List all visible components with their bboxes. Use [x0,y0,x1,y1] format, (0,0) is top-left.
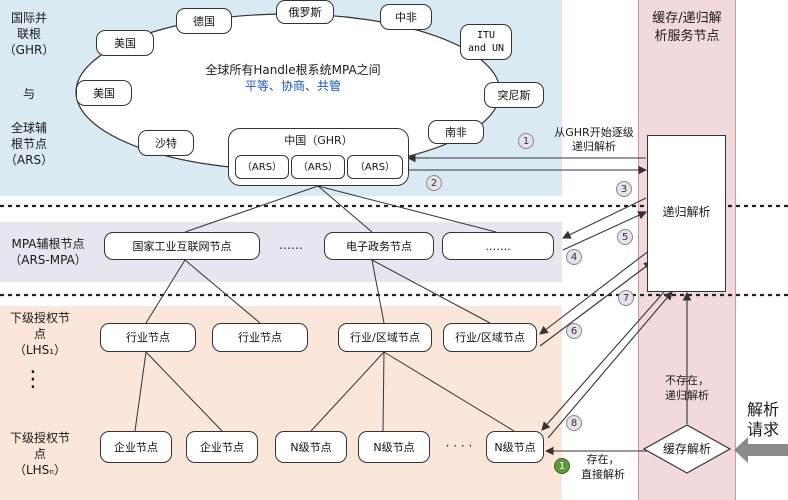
mpa-label: MPA辅根节点 （ARS-MPA） [9,237,87,267]
ring-node-russia: 俄罗斯 [276,0,334,24]
enterprise-node-2: 企业节点 [186,431,258,463]
step-8-circle: 8 [566,415,582,431]
ring-node-tunisia: 突尼斯 [484,82,544,108]
ring-center-text: 全球所有Handle根系统MPA之间 平等、协商、共管 [205,63,381,93]
china-ghr-title: 中国（GHR） [284,134,353,147]
region-node-1: 行业/区域节点 [338,323,432,352]
ring-node-south-africa: 南非 [428,120,484,144]
ring-node-usa-left: 美国 [76,80,132,106]
n-level-node-2: N级节点 [358,431,430,463]
egov-node: 电子政务节点 [324,232,434,260]
mpa-ellipsis: …… [279,238,303,252]
cache-diamond-label: 缓存解析 [662,442,711,456]
lhs1-label: 下级授权节 点 （LHS₁） [9,311,70,357]
ghr-label: 国际并 联根 （GHR） [3,11,55,57]
industry-node-1: 行业节点 [100,323,196,352]
step-5-circle: 5 [617,229,633,245]
step-1-green-circle: 1 [554,458,570,474]
ring-node-saudi: 沙特 [138,130,194,156]
ars-label: 全球辅 根节点 （ARS） [4,121,54,167]
step-4-circle: 4 [566,249,582,265]
n-level-node-1: N级节点 [275,431,347,463]
and-label: 与 [22,87,35,101]
ring-node-central-africa: 中非 [380,4,432,30]
ars-node-3: （ARS） [347,155,403,179]
step-3-circle: 3 [616,181,632,197]
request-label: 解析 请求 [746,400,779,439]
vertical-dots: ⋮ [22,367,44,392]
region-node-2: 行业/区域节点 [443,323,537,352]
china-ghr-node: 中国（GHR） （ARS） （ARS） （ARS） [228,128,409,186]
enterprise-node-1: 企业节点 [100,431,172,463]
n-level-node-3: N级节点 [486,431,544,463]
step-7-circle: 7 [618,290,634,306]
step1-note: 从GHR开始逐级 递归解析 [554,126,634,153]
step-6-circle: 6 [566,323,582,339]
cache-column-title: 缓存/递归解 析服务节点 [652,11,722,44]
exist-label: 存在， 直接解析 [581,453,625,481]
step-2-circle: 2 [426,175,442,191]
recursive-resolver-label: 递归解析 [662,205,711,219]
not-exist-label: 不存在， 递归解析 [665,374,709,402]
lhsn-label: 下级授权节 点 （LHSₙ） [9,431,70,477]
industrial-internet-node: 国家工业互联网节点 [104,232,260,260]
ring-node-itu-un: ITU and UN [460,24,512,60]
ars-node-1: （ARS） [235,155,289,179]
ring-node-germany: 德国 [176,8,232,34]
mpa-more-node: ……. [442,232,554,260]
industry-node-2: 行业节点 [212,323,308,352]
lhsn-dots: · · · · [445,439,473,453]
recursive-resolver-box: 递归解析 [647,135,726,292]
ring-node-usa-top: 美国 [96,30,154,56]
step-1-circle: 1 [518,133,534,149]
ars-node-2: （ARS） [291,155,345,179]
